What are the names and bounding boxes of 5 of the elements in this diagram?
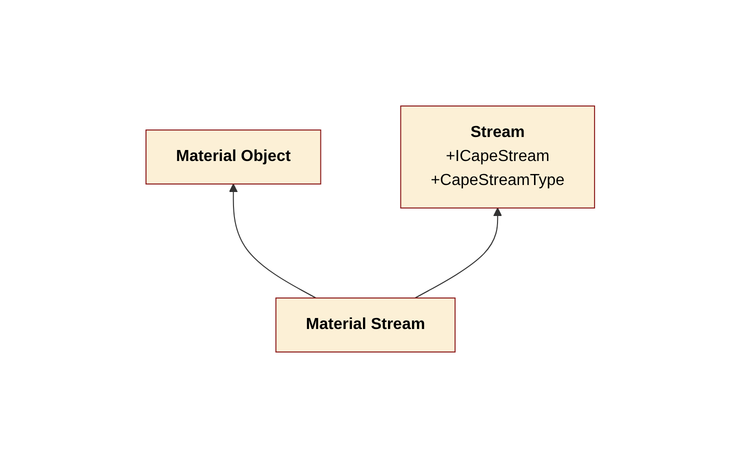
arrow	[414, 207, 502, 298]
node-box: Material Object	[145, 129, 321, 184]
node-box: Material Stream	[275, 297, 456, 352]
node-box: Stream +ICapeStream +CapeStreamType	[400, 105, 595, 208]
arrow	[228, 183, 316, 298]
